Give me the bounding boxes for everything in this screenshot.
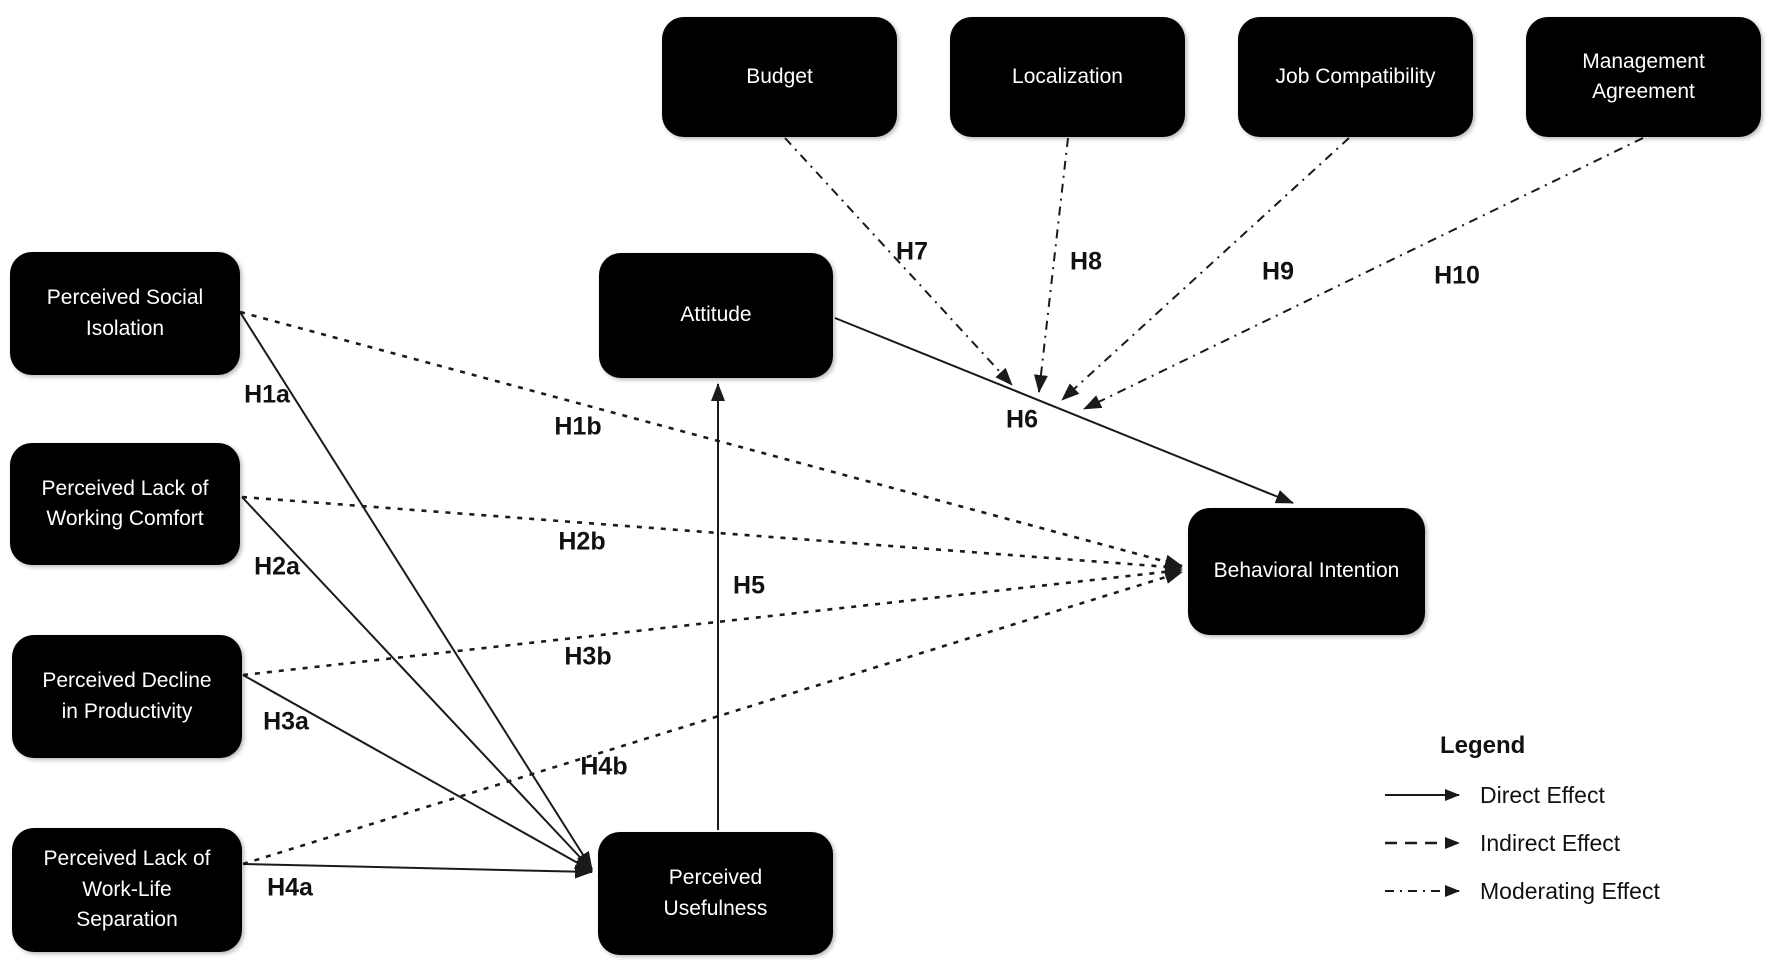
edge-h7-moderating [784,137,1013,386]
legend: Legend Direct Effect [1383,732,1660,922]
moderating-effect-arrow-icon [1385,885,1460,897]
hypothesis-label-h3a: H3a [263,707,309,736]
hypothesis-label-h5: H5 [733,571,765,600]
legend-label-direct-effect: Direct Effect [1480,781,1605,808]
node-perceived-decline-in-productivity-label: Perceived Decline in Productivity [42,669,212,723]
node-perceived-lack-of-work-life-separation: Perceived Lack of Work-Life Separation [12,828,242,952]
node-perceived-usefulness-label: Perceived Usefulness [663,866,768,920]
node-budget: Budget [662,17,897,137]
hypothesis-label-h4b: H4b [580,752,628,781]
edge-h4a-direct [242,863,593,879]
legend-title: Legend [1440,732,1526,759]
hypothesis-label-h1a: H1a [244,380,290,409]
node-perceived-lack-of-working-comfort-label: Perceived Lack of Working Comfort [41,476,209,530]
hypothesis-label-h4a: H4a [267,873,313,902]
edge-h10-moderating [1083,137,1644,410]
edge-h3b-indirect [242,564,1183,677]
hypothesis-label-h2a: H2a [254,552,300,581]
hypothesis-label-h2b: H2b [558,527,606,556]
edge-h3a-direct [242,674,593,872]
edge-h9-moderating [1061,137,1350,401]
node-budget-label: Budget [746,64,813,88]
edge-h1a-direct [239,311,593,870]
node-perceived-social-isolation: Perceived Social Isolation [10,252,240,375]
indirect-effect-arrow-icon [1385,837,1460,849]
node-perceived-decline-in-productivity: Perceived Decline in Productivity [12,635,242,758]
hypothesis-label-h1b: H1b [554,412,602,441]
legend-label-moderating-effect: Moderating Effect [1480,877,1660,904]
node-perceived-social-isolation-label: Perceived Social Isolation [46,286,204,340]
legend-row-indirect-effect: Indirect Effect [1383,826,1660,860]
node-perceived-lack-of-working-comfort: Perceived Lack of Working Comfort [10,443,240,565]
hypothesis-label-h8: H8 [1070,247,1102,276]
node-attitude-label: Attitude [680,303,752,327]
edge-h2b-indirect [241,495,1183,574]
node-perceived-lack-of-work-life-separation-label: Perceived Lack of Work-Life Separation [43,847,211,932]
node-localization-label: Localization [1012,64,1123,88]
node-localization: Localization [950,17,1185,137]
legend-label-indirect-effect: Indirect Effect [1480,829,1621,856]
edge-h8-moderating [1033,137,1069,393]
hypothesis-label-h9: H9 [1262,257,1294,286]
node-job-compatibility: Job Compatibility [1238,17,1473,137]
node-behavioral-intention-label: Behavioral Intention [1213,559,1400,583]
node-job-compatibility-label: Job Compatibility [1275,64,1436,88]
node-management-agreement: Management Agreement [1526,17,1761,137]
direct-effect-arrow-icon [1385,789,1460,801]
hypothesis-label-h7: H7 [896,237,928,266]
node-management-agreement-label: Management Agreement [1582,49,1705,103]
edge-h4b-indirect [242,570,1183,866]
edge-h2a-direct [241,496,593,871]
node-perceived-usefulness: Perceived Usefulness [598,832,833,955]
edge-h6-direct [834,317,1294,504]
node-attitude: Attitude [599,253,833,378]
hypothesis-label-h10: H10 [1434,261,1480,290]
legend-row-moderating-effect: Moderating Effect [1383,874,1660,908]
hypothesis-label-h3b: H3b [564,642,612,671]
node-behavioral-intention: Behavioral Intention [1188,508,1425,635]
hypothesis-label-h6: H6 [1006,405,1038,434]
legend-row-direct-effect: Direct Effect [1383,778,1660,812]
